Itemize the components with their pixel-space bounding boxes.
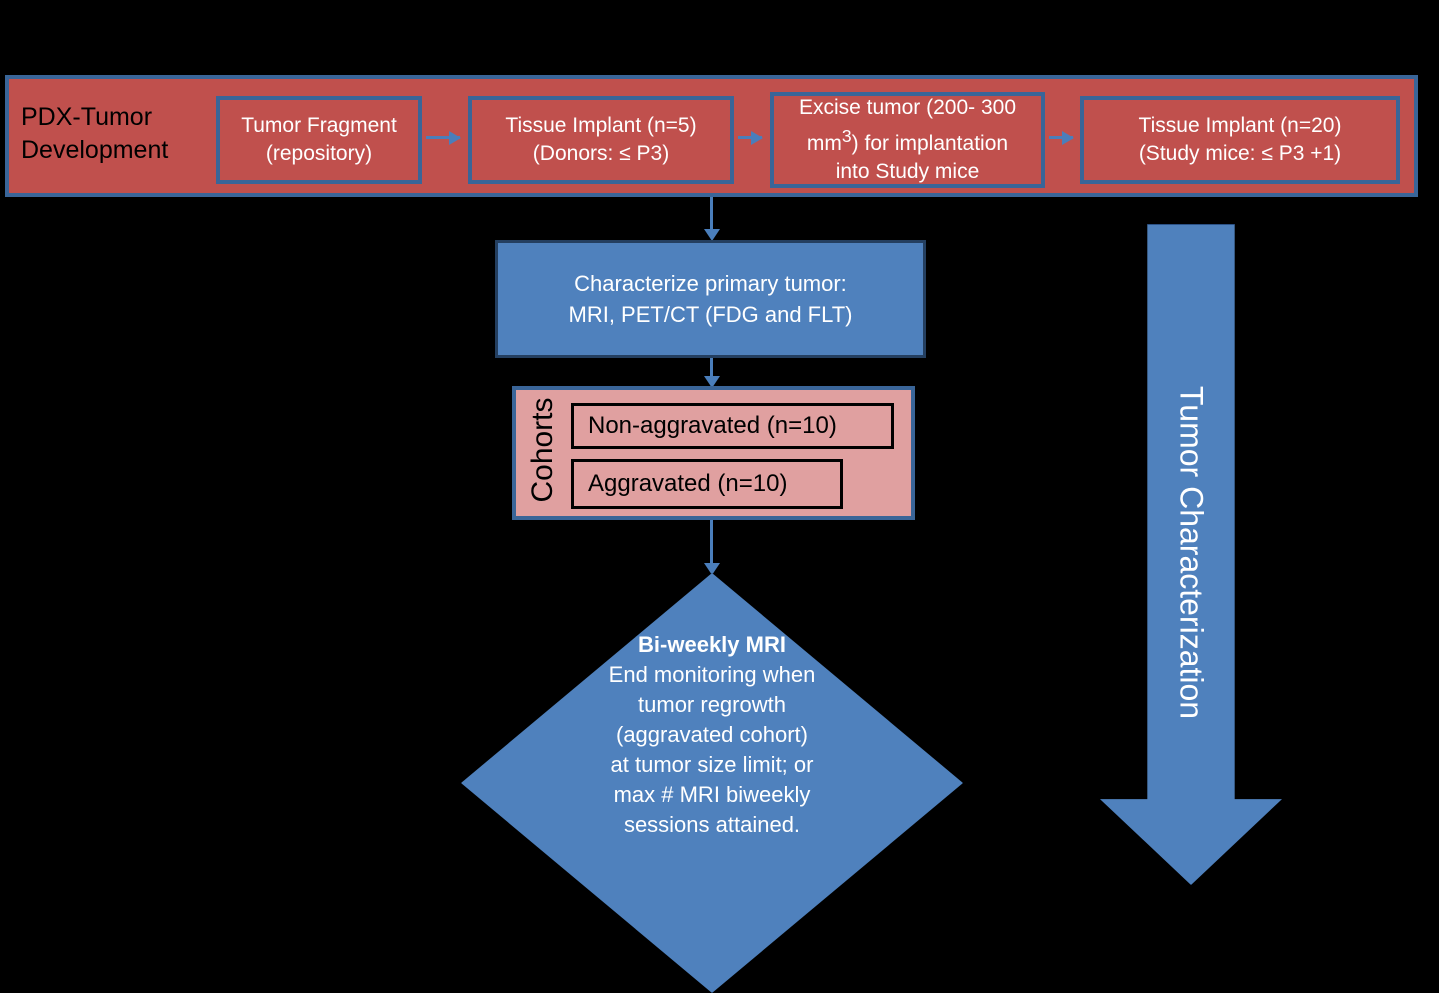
- mri-diamond-line6: sessions attained.: [623, 812, 801, 837]
- pdx-banner-label: PDX-Tumor Development: [21, 103, 169, 164]
- tumor-characterization-label: Tumor Characterization: [1173, 385, 1210, 720]
- cohort-item-0-label: Non-aggravated (n=10): [588, 412, 837, 439]
- banner-box-1-line1: Tumor Fragment: [241, 114, 397, 137]
- arrow-connector-2-icon: [738, 130, 763, 145]
- tumor-characterization-arrow: Tumor Characterization: [1100, 224, 1282, 885]
- banner-box-tissue-implant-study-mice: Tissue Implant (n=20) (Study mice: ≤ P3 …: [1080, 96, 1400, 184]
- bi-weekly-mri-decision-diamond: Bi-weekly MRI End monitoring when tumor …: [461, 573, 963, 993]
- pdx-tumor-development-banner: PDX-Tumor Development Tumor Fragment (re…: [5, 75, 1418, 197]
- cohort-item-non-aggravated: Non-aggravated (n=10): [571, 403, 894, 449]
- banner-box-3-line3: into Study mice: [835, 160, 980, 183]
- mri-diamond-line4: at tumor size limit; or: [610, 752, 814, 777]
- mri-diamond-line1: End monitoring when: [608, 662, 816, 687]
- mri-diamond-line5: max # MRI biweekly: [613, 782, 811, 807]
- characterize-primary-tumor-box: Characterize primary tumor: MRI, PET/CT …: [495, 240, 926, 358]
- cohorts-label: Cohorts: [526, 397, 559, 503]
- banner-box-4-line1: Tissue Implant (n=20): [1138, 114, 1342, 137]
- mri-diamond-line2: tumor regrowth: [638, 692, 786, 717]
- banner-box-3-line1: Excise tumor (200- 300: [798, 96, 1017, 119]
- cohort-item-1-label: Aggravated (n=10): [588, 470, 788, 497]
- characterize-line1: Characterize primary tumor:: [574, 271, 847, 296]
- characterize-line2: MRI, PET/CT (FDG and FLT): [568, 302, 853, 327]
- mri-diamond-line3: (aggravated cohort): [616, 722, 808, 747]
- banner-box-2-line2: (Donors: ≤ P3): [532, 142, 670, 165]
- banner-box-excise-tumor: Excise tumor (200- 300 mm3) for implanta…: [770, 92, 1045, 188]
- banner-box-1-line2: (repository): [265, 142, 373, 165]
- banner-box-tissue-implant-donors: Tissue Implant (n=5) (Donors: ≤ P3): [468, 96, 734, 184]
- arrow-down-characterize-to-cohorts-icon: [703, 357, 720, 388]
- cohorts-box: Cohorts Non-aggravated (n=10) Aggravated…: [512, 386, 915, 520]
- banner-box-4-line2: (Study mice: ≤ P3 +1): [1138, 142, 1342, 165]
- arrow-down-banner-to-characterize-icon: [703, 197, 720, 241]
- arrow-connector-1-icon: [426, 130, 461, 145]
- mri-diamond-title: Bi-weekly MRI: [638, 632, 786, 657]
- cohort-item-aggravated: Aggravated (n=10): [571, 459, 843, 509]
- banner-box-2-line1: Tissue Implant (n=5): [505, 114, 697, 137]
- arrow-connector-3-icon: [1049, 130, 1074, 145]
- mri-diamond-text: Bi-weekly MRI End monitoring when tumor …: [461, 630, 963, 840]
- banner-box-3-line2: mm3) for implantation: [806, 126, 1009, 155]
- arrow-down-cohorts-to-mri-icon: [703, 519, 720, 575]
- banner-box-tumor-fragment: Tumor Fragment (repository): [216, 96, 422, 184]
